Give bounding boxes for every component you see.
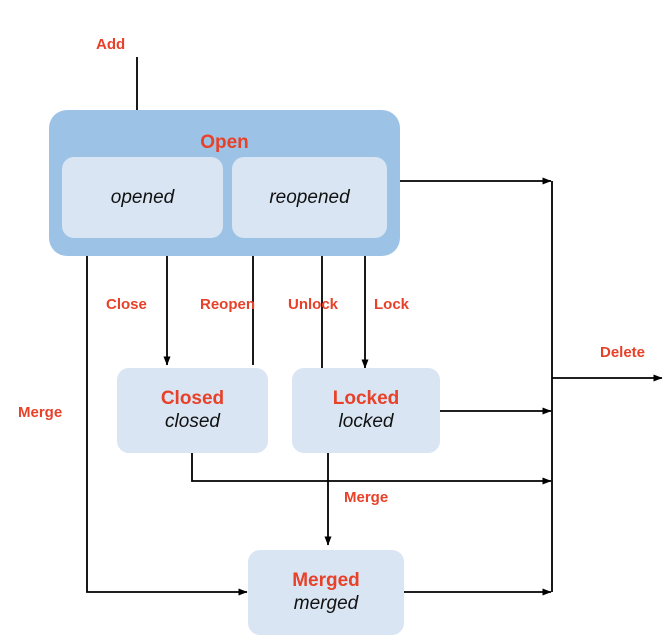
group-open-title: Open (200, 132, 249, 153)
state-closed-alias: closed (165, 410, 220, 432)
edge-label-add: Add (96, 36, 126, 53)
edge-merge-left (86, 256, 248, 596)
state-opened-label: opened (110, 186, 175, 208)
state-reopened[interactable]: reopened (232, 157, 387, 238)
edge-label-reopen: Reopen (200, 296, 256, 313)
state-locked[interactable]: Locked locked (292, 368, 440, 453)
state-merged[interactable]: Merged merged (248, 550, 404, 635)
state-merged-alias: merged (293, 592, 359, 614)
group-open[interactable]: Open opened reopened (49, 110, 400, 256)
edge-label-merge-center: Merge (344, 489, 389, 506)
state-merged-title: Merged (292, 570, 360, 592)
edge-label-lock: Lock (374, 296, 410, 313)
edge-label-delete: Delete (600, 344, 646, 361)
state-reopened-label: reopened (269, 186, 350, 208)
state-closed-title: Closed (160, 388, 225, 410)
state-opened[interactable]: opened (62, 157, 223, 238)
edge-label-merge-left: Merge (18, 404, 63, 421)
edge-label-unlock: Unlock (288, 296, 339, 313)
edge-closed-to-joinbar (191, 453, 552, 485)
state-locked-title: Locked (332, 388, 400, 410)
edge-label-close: Close (106, 296, 147, 313)
state-closed[interactable]: Closed closed (117, 368, 268, 453)
state-locked-alias: locked (338, 410, 394, 432)
